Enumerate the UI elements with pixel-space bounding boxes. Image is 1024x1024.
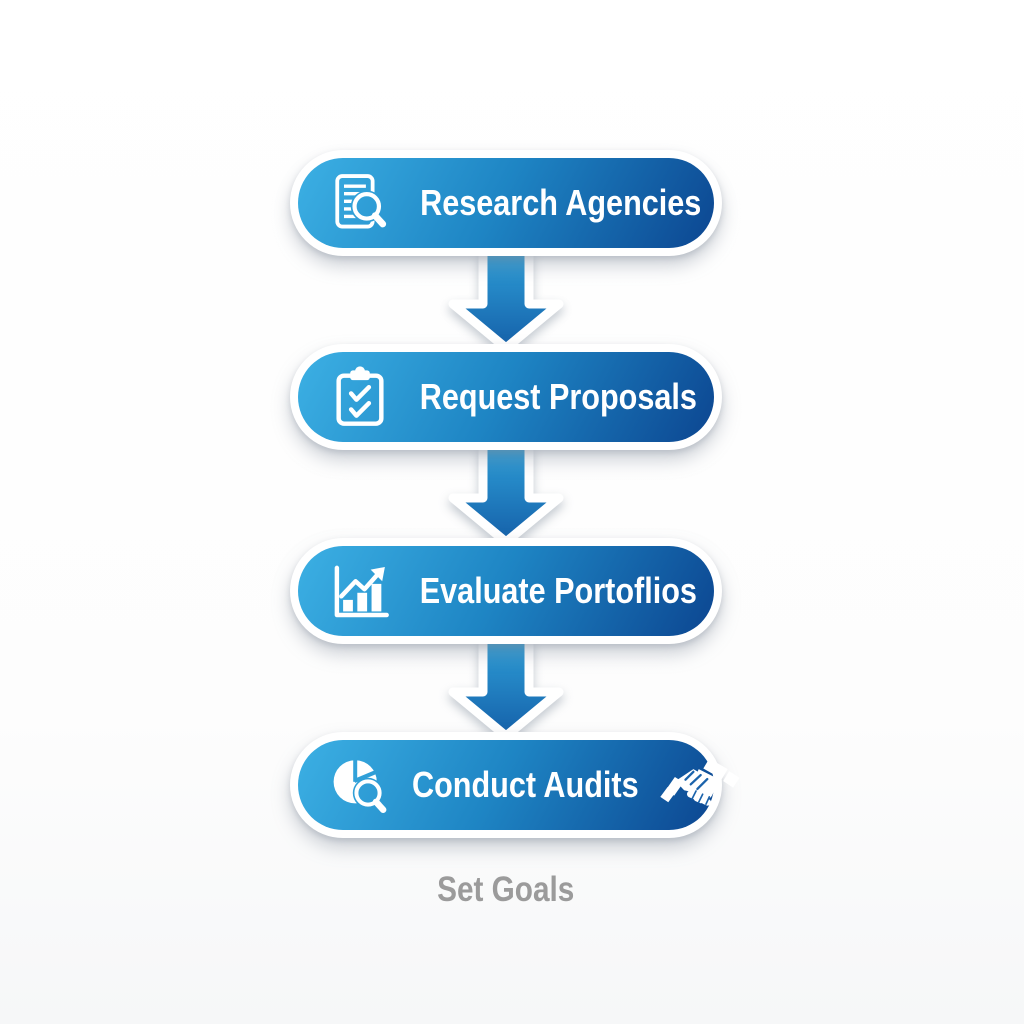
pie-chart-search-icon [328,753,392,817]
step-request-proposals: Request Proposals [290,344,722,450]
arrow-down-icon [431,252,581,352]
process-flowchart: Research Agencies Request Proposals [290,150,740,910]
step-label: Research Agencies [420,182,702,223]
step-pill: Research Agencies [298,158,714,248]
bar-chart-growth-icon [328,559,392,623]
step-label: Evaluate Portoflios [419,570,697,611]
step-label: Request Proposals [419,376,697,417]
clipboard-checklist-icon [328,365,392,429]
arrow-down-icon [431,640,581,740]
step-pill: Evaluate Portoflios [298,546,714,636]
step-pill: Request Proposals [298,352,714,442]
step-pill: Conduct Audits [298,740,740,830]
arrow-down-icon [431,446,581,546]
footer-label: Set Goals [437,870,575,909]
step-conduct-audits: Conduct Audits [290,732,740,838]
step-evaluate-portfolios: Evaluate Portoflios [290,538,722,644]
step-label: Conduct Audits [411,764,639,805]
handshake-icon [659,755,745,815]
step-research-agencies: Research Agencies [290,150,722,256]
document-search-icon [328,171,392,235]
